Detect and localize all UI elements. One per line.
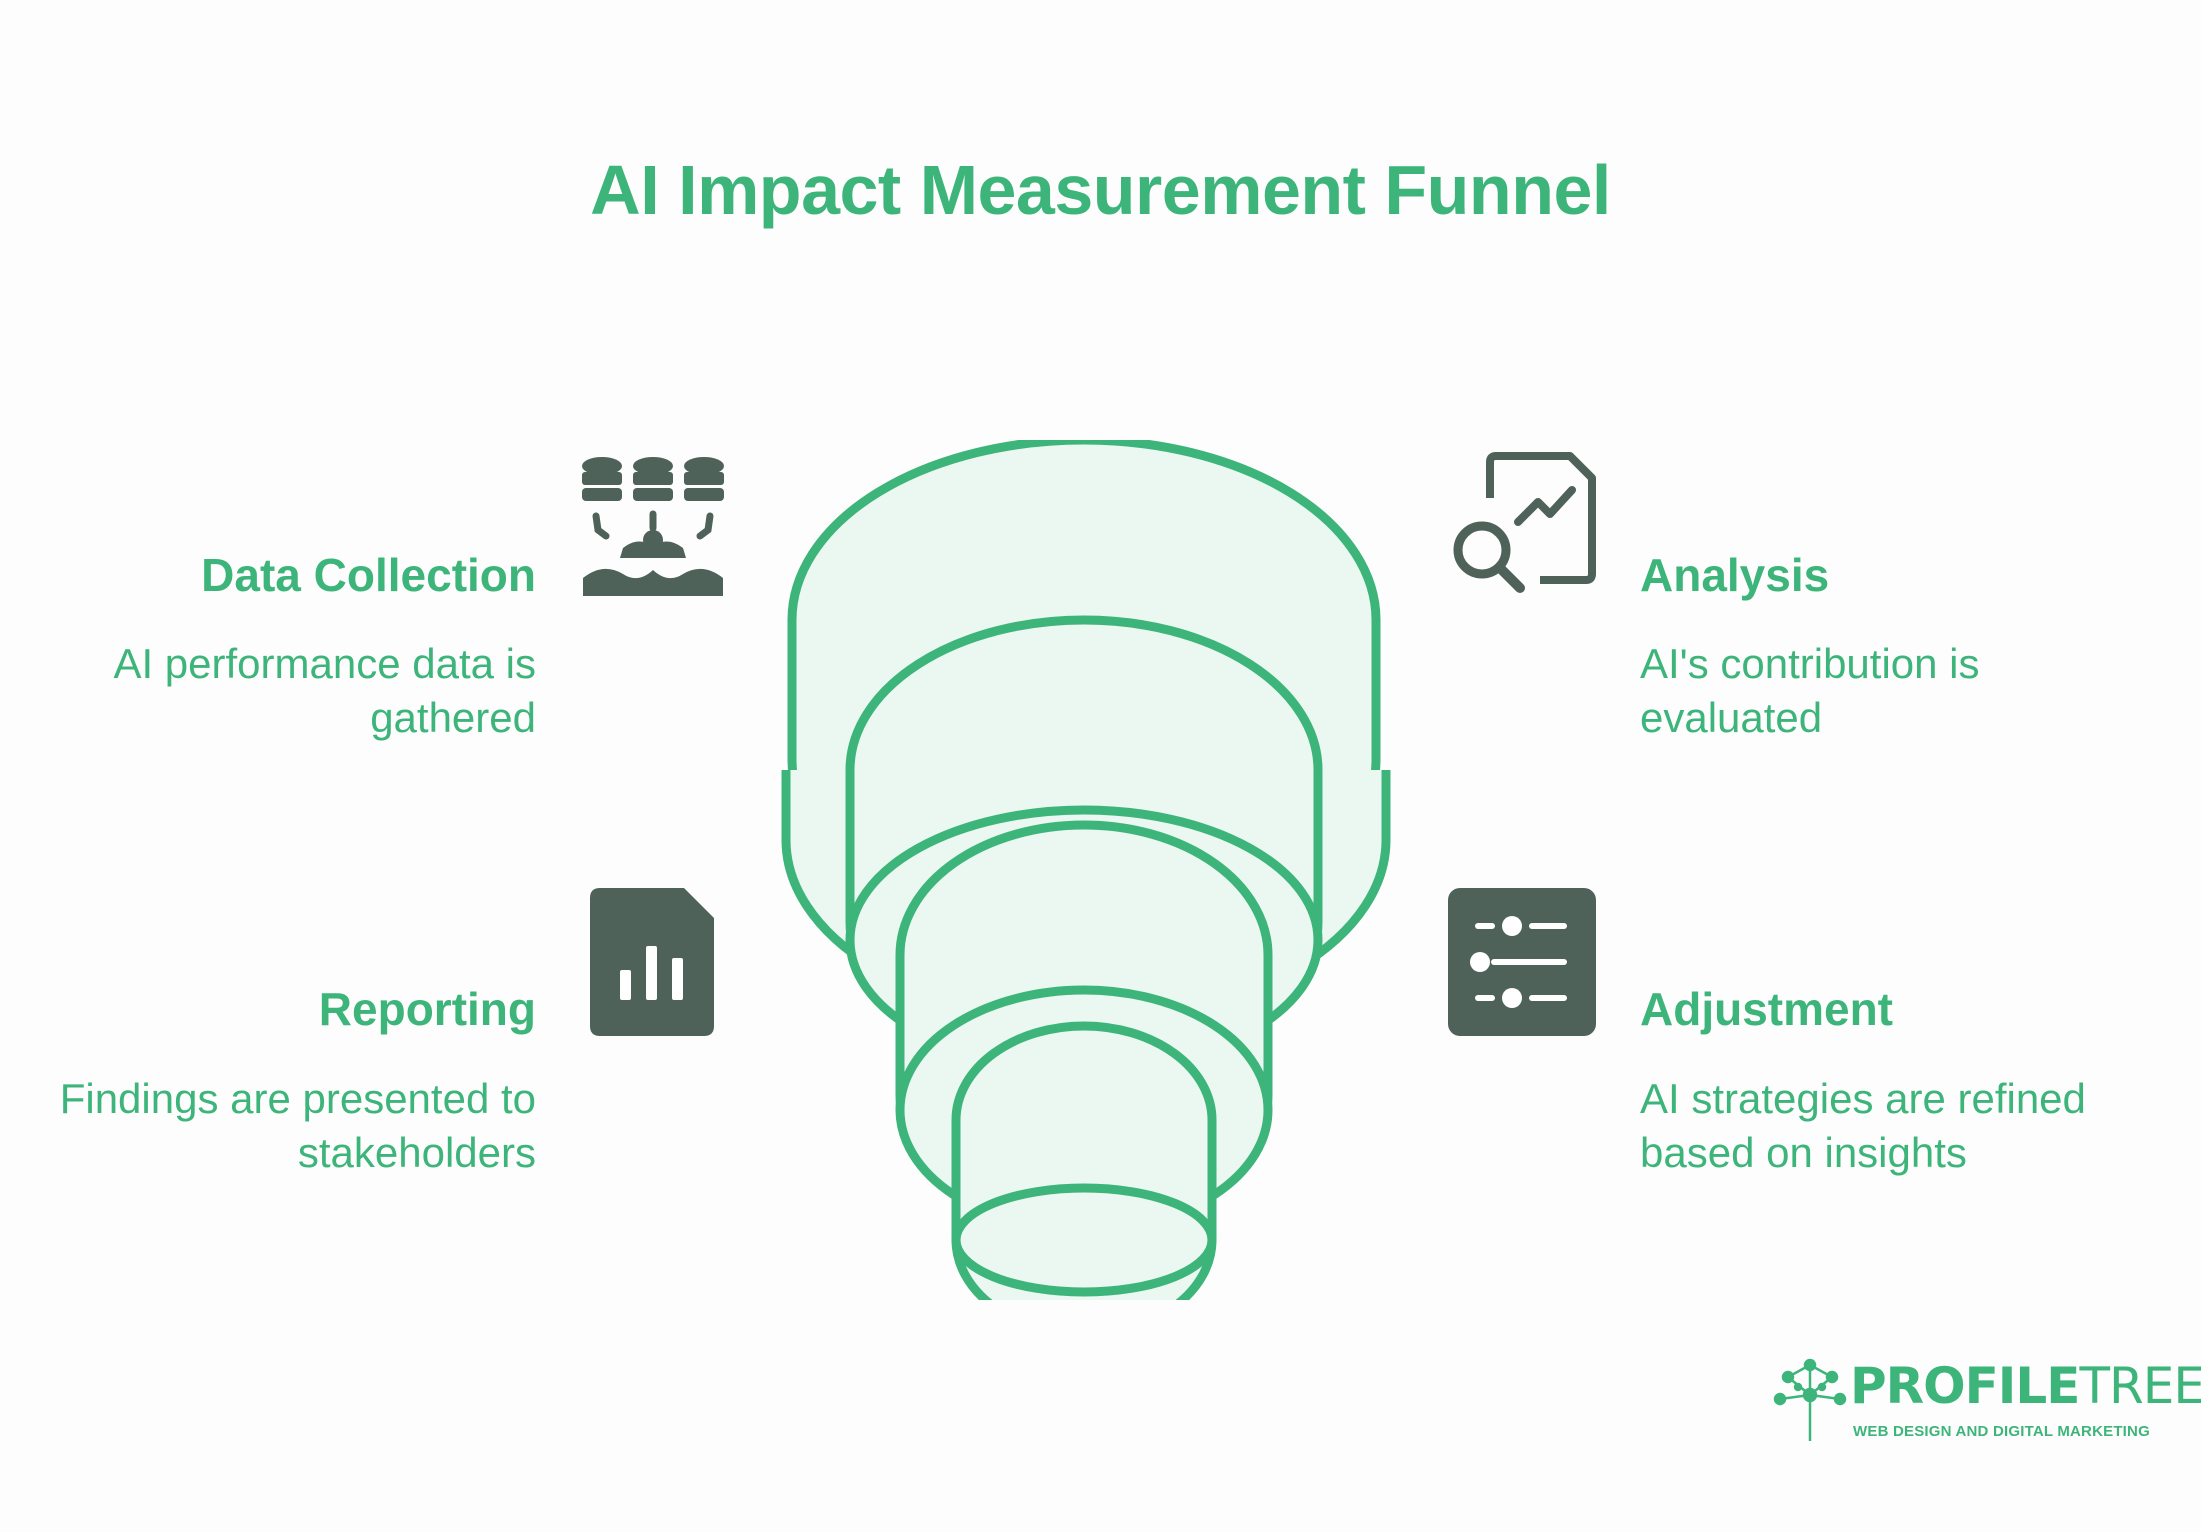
stage-title-adjustment: Adjustment — [1640, 983, 1893, 1035]
diagram-title: AI Impact Measurement Funnel — [590, 151, 1611, 229]
stage-title-reporting: Reporting — [318, 983, 536, 1035]
funnel-graphic — [781, 440, 1391, 1300]
stage-title-analysis: Analysis — [1640, 549, 1830, 601]
document-search-chart-icon — [1448, 450, 1598, 605]
funnel-bottom — [951, 1183, 1217, 1297]
logo-tagline: WEB DESIGN AND DIGITAL MARKETING — [1853, 1423, 2150, 1440]
stage-title-data-collection: Data Collection — [201, 549, 536, 601]
stage-description-data-collection: AI performance data is gathered — [113, 640, 536, 741]
database-collection-icon — [578, 450, 728, 605]
stage-description-reporting: Findings are presented to stakeholders — [59, 1075, 536, 1176]
profiletree-logo: PROFILETREE WEB DESIGN AND DIGITAL MARKE… — [1770, 1355, 2201, 1445]
settings-sliders-icon — [1448, 888, 1596, 1041]
logo-wordmark: PROFILETREE — [1850, 1357, 2201, 1415]
stage-description-analysis: AI's contribution is evaluated — [1640, 640, 1980, 741]
tree-logo-icon — [1773, 1358, 1847, 1441]
stage-description-adjustment: AI strategies are refined based on insig… — [1640, 1075, 2086, 1176]
bar-chart-document-icon — [590, 888, 714, 1041]
